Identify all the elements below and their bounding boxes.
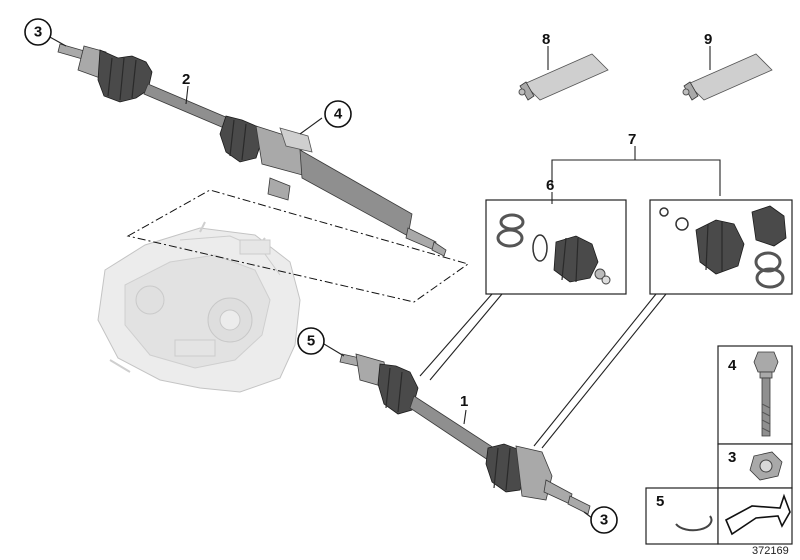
callout-8: 8 [542, 31, 550, 48]
legend-grid [645, 345, 793, 545]
legend-label-nut: 3 [728, 449, 736, 466]
callout-4: 4 [324, 100, 352, 128]
gearbox-illustration [97, 221, 301, 393]
circlip-part [675, 515, 713, 532]
leader-kit7b [541, 293, 667, 449]
svg-text:5: 5 [307, 333, 315, 350]
callout-6: 6 [546, 177, 554, 194]
boot-kit-outer-parts [659, 205, 787, 289]
svg-text:3: 3 [34, 24, 42, 41]
callout-1: 1 [460, 393, 468, 410]
leader-3-top [47, 35, 67, 47]
leader-2 [185, 85, 189, 105]
boot-kit-inner-parts [496, 213, 611, 285]
callout-5: 5 [297, 327, 325, 355]
callout-3-top: 3 [24, 18, 52, 46]
leader-1 [463, 409, 467, 425]
leader-kit6 [419, 293, 493, 377]
grease-tube-9 [682, 53, 773, 101]
grease-tube-8 [518, 53, 609, 101]
nut-part [749, 451, 783, 481]
kit-7-bracket [551, 159, 721, 196]
image-id-label: 372169 [752, 545, 789, 557]
arrow-symbol-icon [724, 493, 791, 536]
legend-label-ring: 5 [656, 493, 664, 510]
leader-kit7 [533, 293, 657, 447]
callout-9: 9 [704, 31, 712, 48]
upper-drive-shaft [57, 43, 447, 257]
bolt-part [753, 351, 779, 437]
svg-text:4: 4 [334, 106, 343, 123]
leader-kit6b [429, 293, 503, 381]
leader-5 [323, 343, 345, 357]
leader-4 [299, 117, 323, 135]
callout-2: 2 [182, 71, 190, 88]
callout-7: 7 [628, 131, 636, 148]
lower-drive-shaft [339, 353, 591, 515]
legend-label-bolt: 4 [728, 357, 737, 374]
callout-3-bottom: 3 [590, 506, 618, 534]
svg-text:3: 3 [600, 512, 608, 529]
